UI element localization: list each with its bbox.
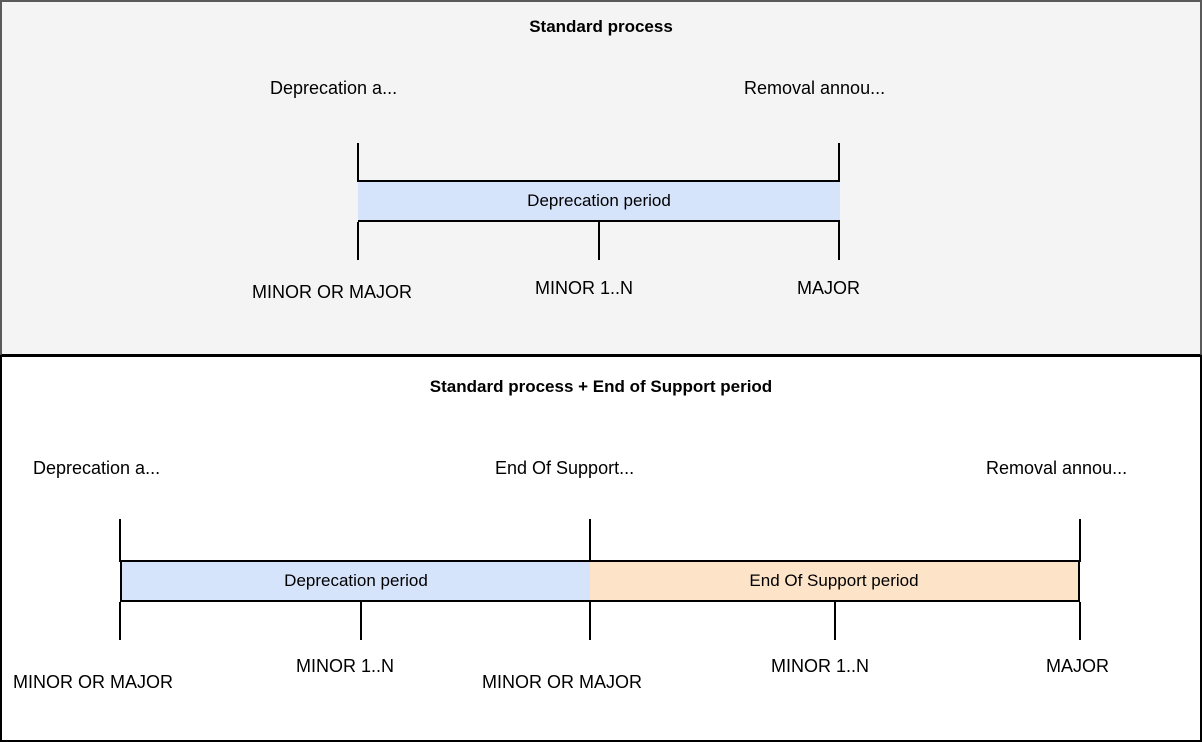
timeline-tick-line-bottom-end-upper bbox=[1079, 519, 1081, 562]
tick-label-bottom-minor-1-n-1: MINOR 1..N bbox=[296, 656, 395, 676]
tick-label-top-major: MAJOR bbox=[797, 278, 860, 298]
panel-standard-process-plus-end-of-support bbox=[0, 355, 1202, 742]
period-bar-end-of-support-bottom: End Of Support period bbox=[590, 560, 1080, 602]
event-label-deprecation-announced-top: Deprecation a... bbox=[270, 78, 398, 98]
timeline-tick-line-bottom-eos-lower bbox=[589, 602, 591, 640]
timeline-tick-line-top-end-upper bbox=[838, 143, 840, 182]
timeline-tick-line-top-end-lower bbox=[838, 222, 840, 260]
event-label-removal-announced-bottom: Removal annou... bbox=[986, 458, 1128, 478]
tick-label-bottom-minor-1-n-2: MINOR 1..N bbox=[771, 656, 870, 676]
timeline-tick-line-top-start-upper bbox=[357, 143, 359, 182]
timeline-tick-line-bottom-eos-upper bbox=[589, 519, 591, 562]
timeline-tick-line-top-middle-lower bbox=[598, 222, 600, 260]
panel-title-standard-process: Standard process bbox=[529, 17, 673, 36]
event-label-deprecation-announced-bottom: Deprecation a... bbox=[33, 458, 161, 478]
timeline-tick-line-bottom-minor2-lower bbox=[834, 602, 836, 640]
timeline-tick-line-bottom-start-lower bbox=[119, 602, 121, 640]
period-bar-deprecation-bottom: Deprecation period bbox=[120, 560, 590, 602]
event-label-end-of-support-bottom: End Of Support... bbox=[495, 458, 635, 478]
period-bar-label-end-of-support-bottom: End Of Support period bbox=[749, 571, 919, 590]
period-bar-deprecation-top: Deprecation period bbox=[358, 180, 840, 222]
timeline-tick-line-bottom-end-lower bbox=[1079, 602, 1081, 640]
period-bar-label-deprecation-top: Deprecation period bbox=[527, 191, 671, 210]
tick-label-top-minor-1-n: MINOR 1..N bbox=[535, 278, 634, 298]
timeline-tick-line-bottom-start-upper bbox=[119, 519, 121, 562]
period-bar-label-deprecation-bottom: Deprecation period bbox=[284, 571, 428, 590]
event-label-removal-announced-top: Removal annou... bbox=[744, 78, 886, 98]
tick-label-bottom-minor-or-major-1: MINOR OR MAJOR bbox=[13, 672, 173, 692]
tick-label-bottom-minor-or-major-2: MINOR OR MAJOR bbox=[482, 672, 642, 692]
timeline-tick-line-bottom-minor1-lower bbox=[360, 602, 362, 640]
tick-label-top-minor-or-major: MINOR OR MAJOR bbox=[252, 282, 412, 302]
tick-label-bottom-major: MAJOR bbox=[1046, 656, 1109, 676]
panel-standard-process bbox=[0, 0, 1202, 356]
timeline-tick-line-top-start-lower bbox=[357, 222, 359, 260]
panel-title-standard-process-plus-end-of-support: Standard process + End of Support period bbox=[429, 377, 773, 396]
